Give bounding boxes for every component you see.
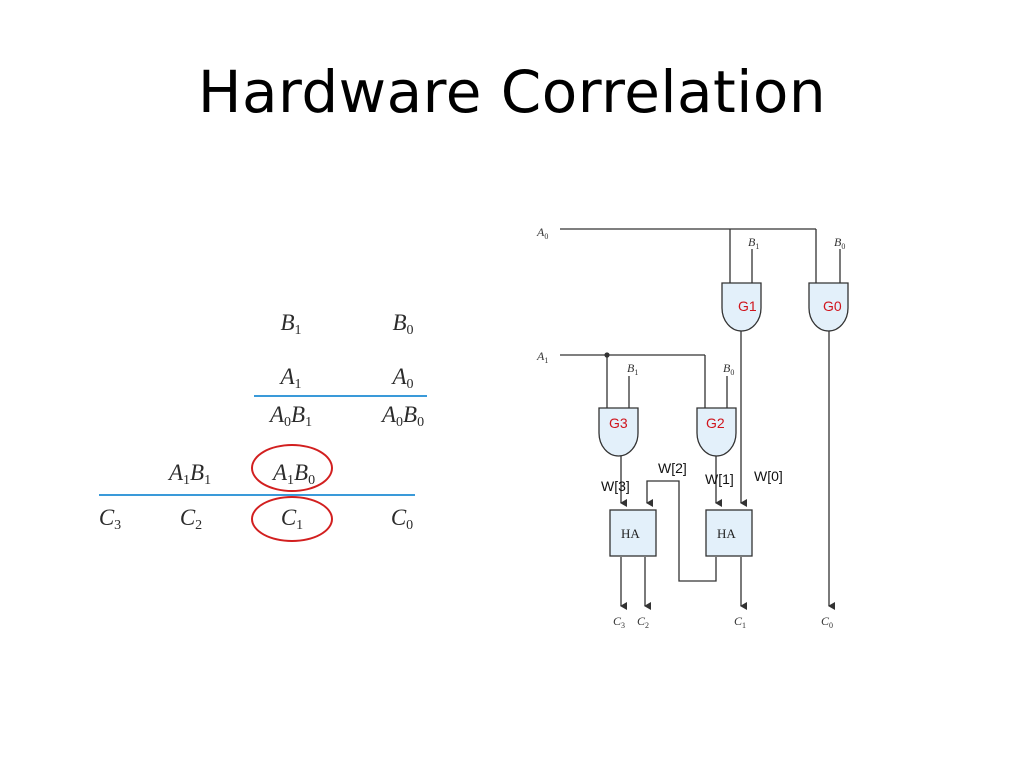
- g1-b1-label: B1: [748, 235, 759, 251]
- g2-label: G2: [706, 415, 725, 431]
- w0-label: W[0]: [754, 468, 783, 484]
- half-adder-right: [705, 509, 753, 557]
- mult-c3: C3: [98, 505, 122, 533]
- highlight-a1b0-ring: [251, 444, 333, 492]
- gate-g0: [808, 282, 849, 332]
- partial-rule: [254, 395, 427, 397]
- mult-a0b0: A0B0: [381, 402, 425, 430]
- mult-a0: A0: [392, 364, 414, 392]
- c0-label: C0: [821, 614, 833, 630]
- mult-b1: B1: [280, 310, 302, 338]
- gate-g2: [696, 407, 737, 457]
- a0-label: A0: [536, 225, 548, 241]
- mult-c0: C0: [390, 505, 414, 533]
- w3-label: W[3]: [601, 478, 630, 494]
- a1-label: A1: [536, 349, 548, 365]
- half-adder-left: [609, 509, 657, 557]
- g3-label: G3: [609, 415, 628, 431]
- a1-junction: [604, 352, 610, 358]
- g1-label: G1: [738, 298, 757, 314]
- gate-g1: [721, 282, 762, 332]
- ha-right-label: HA: [717, 526, 736, 541]
- mult-a0b1: A0B1: [269, 402, 313, 430]
- g0-b0-label: B0: [834, 235, 845, 251]
- gate-g3: [598, 407, 639, 457]
- c1-label: C1: [734, 614, 746, 630]
- c3-label: C3: [613, 614, 625, 630]
- w1-label: W[1]: [705, 471, 734, 487]
- g3-b1-label: B1: [627, 361, 638, 377]
- w2-label: W[2]: [658, 460, 687, 476]
- mult-b0: B0: [392, 310, 414, 338]
- highlight-c1-ring: [251, 496, 333, 542]
- mult-c2: C2: [179, 505, 203, 533]
- ha-left-label: HA: [621, 526, 640, 541]
- mult-a1b1: A1B1: [168, 460, 212, 488]
- w2-wire: [646, 480, 717, 582]
- c2-label: C2: [637, 614, 649, 630]
- mult-a1: A1: [280, 364, 302, 392]
- g0-label: G0: [823, 298, 842, 314]
- g2-b0-label: B0: [723, 361, 734, 377]
- slide-title: Hardware Correlation: [197, 58, 827, 126]
- sum-rule: [99, 494, 415, 496]
